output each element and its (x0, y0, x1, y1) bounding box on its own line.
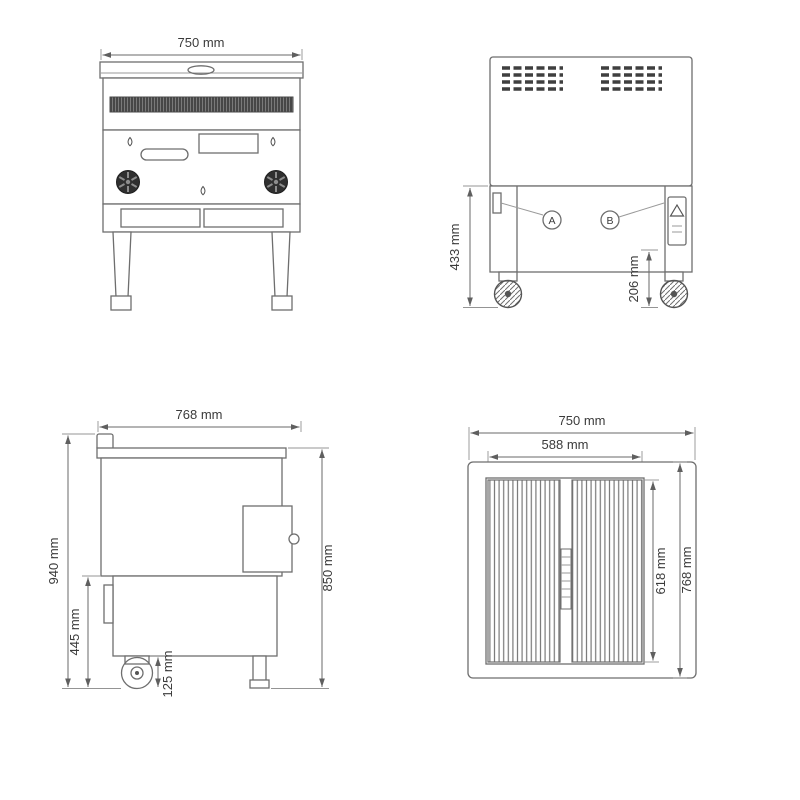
pilot-flame-icon (270, 136, 276, 147)
side-caster-height-label: 125 mm (160, 651, 175, 698)
callout-a-label: A (548, 215, 555, 227)
top-view: 750 mm 588 mm 618 mm (467, 413, 697, 679)
front-right-foot (271, 295, 293, 311)
side-overall-height-label: 940 mm (46, 538, 61, 585)
vent-grille-left (502, 66, 563, 91)
callout-a: A (542, 210, 562, 230)
broiler-grille (109, 96, 294, 113)
side-profile (96, 433, 300, 690)
caster-wheel-side (120, 655, 154, 690)
side-view: 768 mm (46, 407, 335, 697)
side-depth-label: 768 mm (176, 407, 223, 422)
leader-line-b (618, 202, 665, 218)
lower-front (102, 203, 301, 233)
drawer-front-right (203, 208, 284, 228)
front-view: 750 mm (99, 35, 304, 311)
callout-b: B (600, 210, 620, 230)
grill-panel-left (487, 479, 561, 663)
grill-panel-right (571, 479, 643, 663)
caster-wheel-right (659, 271, 689, 309)
front-left-leg (112, 231, 132, 298)
vent-grille-right (601, 66, 662, 91)
back-stand-height-dimension: 433 mm (447, 185, 498, 308)
back-caster-height-dimension: 206 mm (626, 249, 658, 308)
front-right-leg (271, 231, 291, 298)
leader-line-a (500, 202, 544, 216)
rating-plate (198, 133, 259, 154)
front-width-label: 750 mm (178, 35, 225, 50)
control-knob-icon (116, 170, 140, 194)
caster-wheel-left (493, 271, 523, 309)
top-grill-width-label: 588 mm (542, 437, 589, 452)
side-base-height-label: 445 mm (67, 609, 82, 656)
side-control-box (242, 505, 293, 573)
side-surface-height-label: 850 mm (320, 545, 335, 592)
top-width-dimension: 750 mm (468, 413, 696, 460)
warning-plate (667, 196, 687, 246)
side-knob (288, 533, 300, 545)
top-depth-dimension: 768 mm (673, 461, 694, 679)
front-body (99, 61, 304, 311)
back-lower-stand (489, 185, 693, 273)
center-burner (560, 548, 572, 610)
top-grill-depth-dimension: 618 mm (644, 479, 668, 663)
side-base-height-dimension: 445 mm (67, 575, 100, 687)
side-surface-height-dimension: 850 mm (271, 447, 335, 689)
back-view: A B 433 mm (447, 56, 693, 309)
pilot-flame-icon (200, 185, 206, 196)
grill-frame (485, 477, 645, 665)
side-caster-height-dimension: 125 mm (150, 651, 175, 698)
front-width-dimension: 750 mm (100, 35, 303, 60)
back-stand-height-label: 433 mm (447, 224, 462, 271)
control-slot (140, 148, 189, 161)
cook-surface (96, 447, 287, 459)
control-knob-icon (264, 170, 288, 194)
back-caster-height-label: 206 mm (626, 256, 641, 303)
callout-b-circle (600, 210, 620, 230)
side-overall-height-dimension: 940 mm (46, 433, 121, 689)
pilot-flame-icon (127, 136, 133, 147)
top-trim (99, 61, 304, 79)
top-depth-label: 768 mm (679, 547, 694, 594)
callout-b-label: B (606, 215, 613, 227)
front-left-foot (110, 295, 132, 311)
top-grill-depth-label: 618 mm (653, 548, 668, 595)
brand-logo (187, 65, 215, 75)
drawer-front-left (120, 208, 201, 228)
side-depth-dimension: 768 mm (97, 407, 302, 432)
side-rail (103, 584, 114, 624)
side-rear-foot (249, 655, 270, 689)
base-cabinet (112, 575, 278, 657)
callout-a-circle (542, 210, 562, 230)
top-width-label: 750 mm (559, 413, 606, 428)
warning-triangle-icon (669, 203, 685, 217)
